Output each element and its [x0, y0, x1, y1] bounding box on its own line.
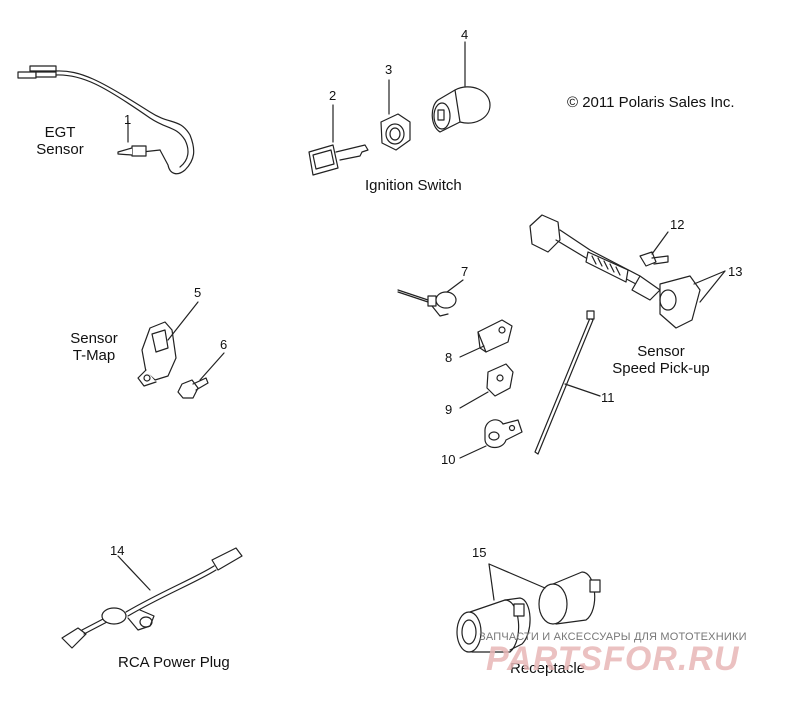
- callout-15: 15: [472, 545, 487, 560]
- part-14-rca-plug: [61, 547, 243, 649]
- leader-12: [651, 231, 669, 255]
- rca-power-plug-label: RCA Power Plug: [118, 654, 230, 671]
- callout-14: 14: [110, 543, 125, 558]
- callout-2: 2: [329, 88, 337, 103]
- leader-10: [459, 445, 487, 459]
- speed-sensor-label: Sensor Speed Pick-up: [606, 343, 716, 377]
- callout-13: 13: [728, 264, 743, 279]
- part-15-receptacle: [456, 571, 601, 653]
- tmap-sensor-label: Sensor T-Map: [60, 330, 128, 364]
- part-1-egt-sensor: [17, 65, 195, 175]
- leader-15a: [488, 563, 495, 601]
- leader-14: [117, 555, 151, 591]
- part-11-cable-tie: [534, 310, 595, 455]
- egt-sensor-label: EGT Sensor: [30, 124, 90, 158]
- leader-13b: [699, 270, 726, 303]
- leader-5: [167, 301, 199, 341]
- part-2-ignition-key: [308, 144, 369, 176]
- part-6-bolt: [177, 377, 209, 399]
- callout-6: 6: [220, 337, 228, 352]
- callout-5: 5: [194, 285, 202, 300]
- receptacle-label: Receptacle: [510, 660, 586, 677]
- callout-4: 4: [461, 27, 469, 42]
- copyright-notice: © 2011 Polaris Sales Inc.: [567, 94, 735, 111]
- speed-label-line2: Speed Pick-up: [612, 360, 710, 377]
- part-5-tmap-sensor: [137, 321, 177, 387]
- tmap-label-line1: Sensor: [70, 330, 118, 347]
- part-4-ignition-switch: [431, 86, 491, 133]
- speed-label-line1: Sensor: [637, 343, 685, 360]
- leader-13a: [693, 270, 726, 285]
- watermark-logo: PARTSFOR.RU: [486, 640, 740, 678]
- callout-1: 1: [124, 112, 132, 127]
- leader-9: [459, 391, 489, 409]
- leader-15b: [488, 563, 546, 589]
- tmap-label-line2: T-Map: [72, 347, 116, 364]
- leader-11: [564, 383, 601, 397]
- callout-11: 11: [601, 390, 615, 405]
- part-12-bolt: [639, 251, 669, 267]
- callout-10: 10: [441, 452, 456, 467]
- part-8-clip: [477, 319, 513, 353]
- ignition-switch-label: Ignition Switch: [365, 177, 462, 194]
- leader-7: [446, 279, 464, 293]
- part-13-speed-sensor: [529, 214, 701, 329]
- callout-8: 8: [445, 350, 453, 365]
- watermark-tagline: ЗАПЧАСТИ И АКСЕССУАРЫ ДЛЯ МОТОТЕХНИКИ: [479, 631, 747, 643]
- callout-3: 3: [385, 62, 393, 77]
- callout-9: 9: [445, 402, 453, 417]
- part-9-clip: [486, 363, 514, 397]
- egt-label-line2: Sensor: [36, 141, 84, 158]
- callout-7: 7: [461, 264, 469, 279]
- leader-8: [459, 345, 485, 358]
- leader-6: [199, 352, 225, 381]
- callout-12: 12: [670, 217, 685, 232]
- egt-label-line1: EGT: [44, 124, 76, 141]
- part-7-pin: [397, 289, 457, 317]
- part-10-p-clamp: [484, 419, 523, 449]
- part-3-nut: [380, 113, 411, 151]
